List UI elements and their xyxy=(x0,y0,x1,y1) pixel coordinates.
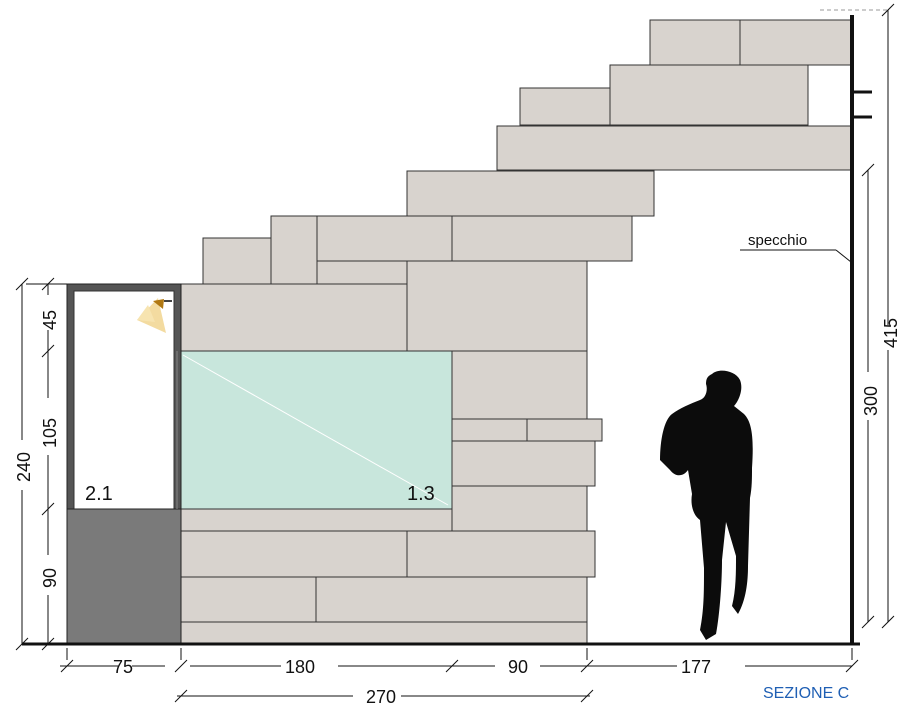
stone-block xyxy=(270,215,318,285)
lamp-icon xyxy=(137,298,172,333)
stone-block xyxy=(649,19,741,66)
section-title: SEZIONE C xyxy=(763,685,849,702)
bottom-dimensions xyxy=(60,648,859,703)
stone-block xyxy=(315,576,588,623)
dim-90: 90 xyxy=(508,657,528,677)
stone-block xyxy=(406,530,596,578)
stone-block xyxy=(739,19,853,66)
stone-block xyxy=(202,237,272,285)
room-label-right: 1.3 xyxy=(407,483,435,505)
stone-block xyxy=(406,260,588,352)
stone-block xyxy=(180,283,408,352)
right-dimensions xyxy=(861,3,895,629)
stone-block xyxy=(526,418,603,442)
left-niche xyxy=(66,283,182,645)
stone-block xyxy=(451,350,588,420)
stone-blocks xyxy=(180,19,853,645)
dim-415: 415 xyxy=(881,318,897,348)
stone-block xyxy=(451,440,596,487)
stone-block xyxy=(316,215,453,262)
mirror-label: specchio xyxy=(748,232,807,249)
dim-177: 177 xyxy=(681,657,711,677)
stone-block xyxy=(496,125,853,171)
stone-block xyxy=(519,87,611,126)
stone-block xyxy=(180,621,588,645)
dim-300: 300 xyxy=(861,386,881,416)
stone-block xyxy=(406,170,655,217)
dim-270: 270 xyxy=(366,687,396,707)
room-label-left: 2.1 xyxy=(85,483,113,505)
dim-90-left: 90 xyxy=(40,568,60,588)
stone-block xyxy=(609,64,809,126)
glass-panel xyxy=(180,350,453,510)
stone-block xyxy=(180,530,408,578)
left-dimensions xyxy=(15,277,67,651)
stone-block xyxy=(180,508,453,532)
stone-block xyxy=(451,215,633,262)
stone-block xyxy=(316,260,408,285)
person-silhouette xyxy=(660,370,753,640)
stone-block xyxy=(180,576,317,623)
dim-240: 240 xyxy=(14,452,34,482)
mirror-wall xyxy=(740,9,890,622)
stone-block xyxy=(451,485,588,532)
stone-block xyxy=(451,418,528,442)
dim-180: 180 xyxy=(285,657,315,677)
dim-105: 105 xyxy=(40,418,60,448)
dim-75: 75 xyxy=(113,657,133,677)
dim-45: 45 xyxy=(40,310,60,330)
